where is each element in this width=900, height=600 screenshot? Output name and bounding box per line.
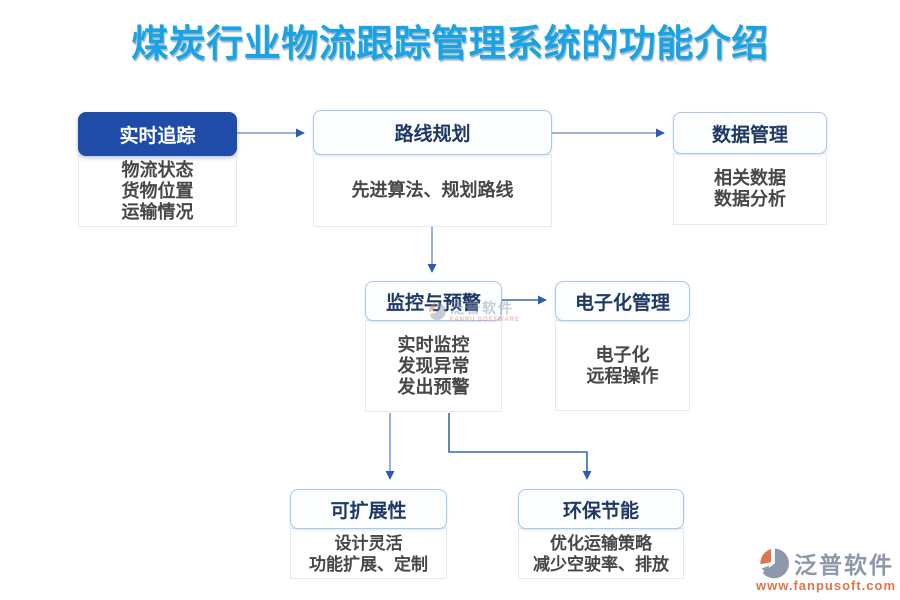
node-data-management-body: 相关数据 数据分析 [673,153,827,225]
node-item: 优化运输策略 [550,533,652,553]
node-item: 货物位置 [121,180,194,201]
node-eco-energy-saving-header: 环保节能 [518,489,684,529]
vendor-brand-text: 泛普软件 [794,552,894,578]
fanpu-logo-icon [428,302,446,320]
node-realtime-tracking-body: 物流状态 货物位置 运输情况 [78,155,237,227]
node-route-planning: 路线规划 先进算法、规划路线 [313,110,552,227]
watermark-brand-text: 泛普软件 [450,300,514,316]
node-data-management: 数据管理 相关数据 数据分析 [673,112,827,225]
node-item: 先进算法、规划路线 [351,180,514,200]
node-label: 实时追踪 [119,125,196,147]
node-item: 功能扩展、定制 [309,554,428,574]
node-label: 数据管理 [711,124,788,146]
node-realtime-tracking-header: 实时追踪 [78,112,237,156]
node-digital-management: 电子化管理 电子化 远程操作 [555,281,690,411]
node-item: 数据分析 [714,189,786,209]
node-scalability-header: 可扩展性 [290,489,447,529]
node-digital-management-header: 电子化管理 [555,281,690,321]
node-item: 发出预警 [397,376,470,397]
node-item: 运输情况 [121,201,194,222]
watermark-caption-text: FANPU SOFTWARE [450,317,521,323]
node-eco-energy-saving: 环保节能 优化运输策略 减少空驶率、排放 [518,489,684,579]
node-monitoring-warning-header: 监控与预警 [365,281,502,321]
fanpu-logo-icon [760,548,789,579]
watermark-center: 泛普软件 FANPU SOFTWARE [427,301,520,323]
node-label: 监控与预警 [385,292,481,314]
vendor-url-text: www.fanpusoft.com [756,578,897,593]
arrow-monitor-to-eco [448,413,592,480]
node-label: 环保节能 [562,500,639,522]
node-item: 相关数据 [714,168,786,188]
node-item: 实时监控 [397,334,470,355]
node-label: 可扩展性 [330,500,407,522]
node-item: 物流状态 [121,159,194,180]
node-item: 设计灵活 [334,533,403,553]
node-route-planning-body: 先进算法、规划路线 [313,154,552,227]
node-scalability: 可扩展性 设计灵活 功能扩展、定制 [290,489,447,579]
node-item: 远程操作 [586,365,659,386]
node-label: 路线规划 [394,124,471,145]
watermark-bottom-right: 泛普软件 www.fanpusoft.com [756,546,896,593]
page-title: 煤炭行业物流跟踪管理系统的功能介绍 [131,23,769,64]
node-route-planning-header: 路线规划 [313,110,552,155]
node-eco-energy-saving-body: 优化运输策略 减少空驶率、排放 [518,528,684,579]
node-item: 电子化 [595,344,650,365]
node-monitoring-warning-body: 实时监控 发现异常 发出预警 [365,320,502,412]
node-item: 减少空驶率、排放 [533,554,669,574]
node-digital-management-body: 电子化 远程操作 [555,320,690,411]
node-scalability-body: 设计灵活 功能扩展、定制 [290,528,447,579]
node-item: 发现异常 [397,355,470,376]
node-label: 电子化管理 [574,292,670,314]
node-data-management-header: 数据管理 [673,112,827,154]
node-realtime-tracking: 实时追踪 物流状态 货物位置 运输情况 [78,112,237,227]
node-monitoring-warning: 监控与预警 实时监控 发现异常 发出预警 [365,281,502,412]
